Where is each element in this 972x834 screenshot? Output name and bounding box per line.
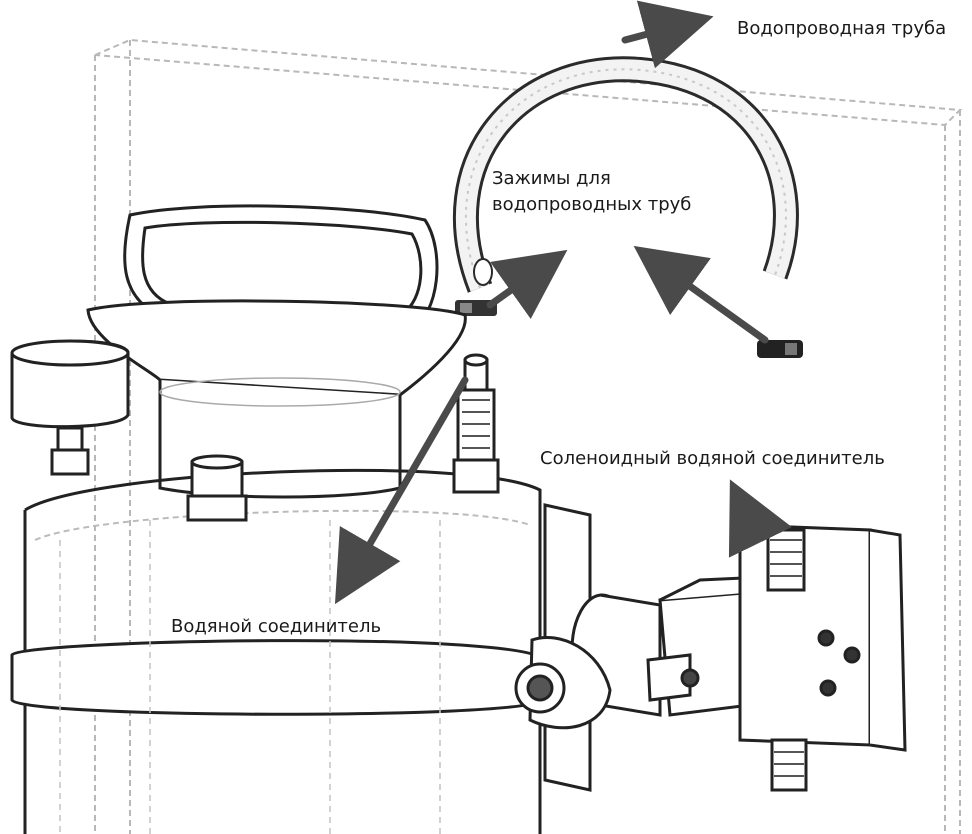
solenoid-valve: [514, 503, 907, 792]
water-pipe: [452, 56, 799, 293]
arrow-to-water-connector: [334, 376, 469, 605]
funnel-with-handle: [86, 204, 467, 499]
label-water-connector: Водяной соединитель: [171, 616, 382, 637]
label-pipe-clamps-line2: водопроводных труб: [492, 194, 692, 215]
label-pipe-clamps-line1: Зажимы для: [492, 168, 611, 189]
arrow-clamp-left: [486, 249, 568, 319]
pipe-clamp-left: [455, 300, 497, 316]
callout-arrows: [334, 0, 792, 605]
water-connector-fitting: [452, 353, 500, 494]
arrow-clamp-right: [633, 245, 769, 344]
top-nut: [186, 454, 248, 522]
arrow-to-solenoid: [728, 479, 792, 558]
label-solenoid-connector: Соленоидный водяной соединитель: [540, 448, 885, 469]
tank-body: [10, 468, 547, 834]
pipe-clamp-right: [757, 340, 803, 358]
label-pipe-clamps: Зажимы для водопроводных труб: [492, 166, 691, 218]
arrow-to-water-pipe: [621, 0, 714, 69]
label-water-pipe: Водопроводная труба: [737, 18, 947, 39]
pressure-gauge: [10, 339, 130, 476]
